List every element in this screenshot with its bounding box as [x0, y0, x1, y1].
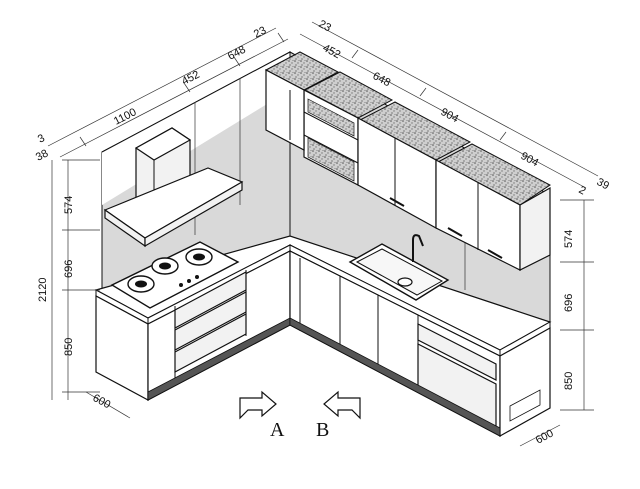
knob-1-icon — [179, 283, 183, 287]
lower-cabinets-right — [289, 250, 551, 438]
knob-3-icon — [195, 275, 199, 279]
view-label-b: B — [316, 419, 329, 441]
dim-text-452-right: 452 — [321, 42, 343, 61]
dim-text-600-left: 600 — [91, 392, 113, 411]
sink-basin — [355, 248, 444, 296]
dim-text-850-right: 850 — [563, 372, 575, 390]
burner-1-icon — [127, 275, 155, 293]
dim-text-452-left: 452 — [180, 69, 202, 88]
drain-icon — [397, 277, 413, 287]
dim-text-574-left: 574 — [63, 196, 75, 214]
burner-2-icon — [151, 257, 179, 275]
upper-cabinets — [264, 51, 551, 271]
hood-canopy-side — [144, 180, 243, 248]
dim-text-23-left: 23 — [252, 24, 268, 40]
dimension-lines — [47, 21, 599, 447]
dim-text-23-right: 23 — [317, 18, 333, 34]
dim-text-2120: 2120 — [37, 278, 49, 302]
dim-text-2: 2 — [577, 184, 588, 197]
dim-text-3: 3 — [36, 132, 47, 145]
upper-cabinet-side — [519, 186, 551, 271]
dim-text-600-right: 600 — [534, 427, 556, 446]
dim-text-648-right: 648 — [371, 70, 393, 89]
arrow-a-icon — [239, 390, 277, 420]
burner-3-icon — [185, 248, 213, 266]
right-drawer-1 — [417, 323, 497, 381]
dim-text-648-left: 648 — [226, 44, 248, 63]
lower-cabinets-left — [95, 250, 291, 402]
faucet-icon — [412, 234, 424, 262]
dim-text-696-left: 696 — [63, 260, 75, 278]
view-arrow-b: B — [316, 390, 361, 441]
dim-text-38: 38 — [34, 147, 50, 163]
knob-2-icon — [187, 279, 191, 283]
sink — [348, 234, 450, 301]
dim-text-904-a: 904 — [439, 106, 461, 125]
view-label-a: A — [270, 419, 285, 441]
dim-text-850-left: 850 — [63, 338, 75, 356]
view-arrow-a: A — [239, 390, 285, 441]
dim-text-1100: 1100 — [112, 106, 139, 127]
dim-text-904-b: 904 — [519, 150, 541, 169]
dim-text-574-right: 574 — [563, 230, 575, 248]
dim-text-696-right: 696 — [563, 294, 575, 312]
range-hood — [103, 127, 244, 248]
upper-cabinet-1 — [265, 69, 305, 151]
dim-text-39: 39 — [595, 176, 611, 192]
hood-chimney-top — [134, 127, 192, 161]
cooktop — [110, 241, 240, 309]
arrow-b-icon — [323, 390, 361, 420]
